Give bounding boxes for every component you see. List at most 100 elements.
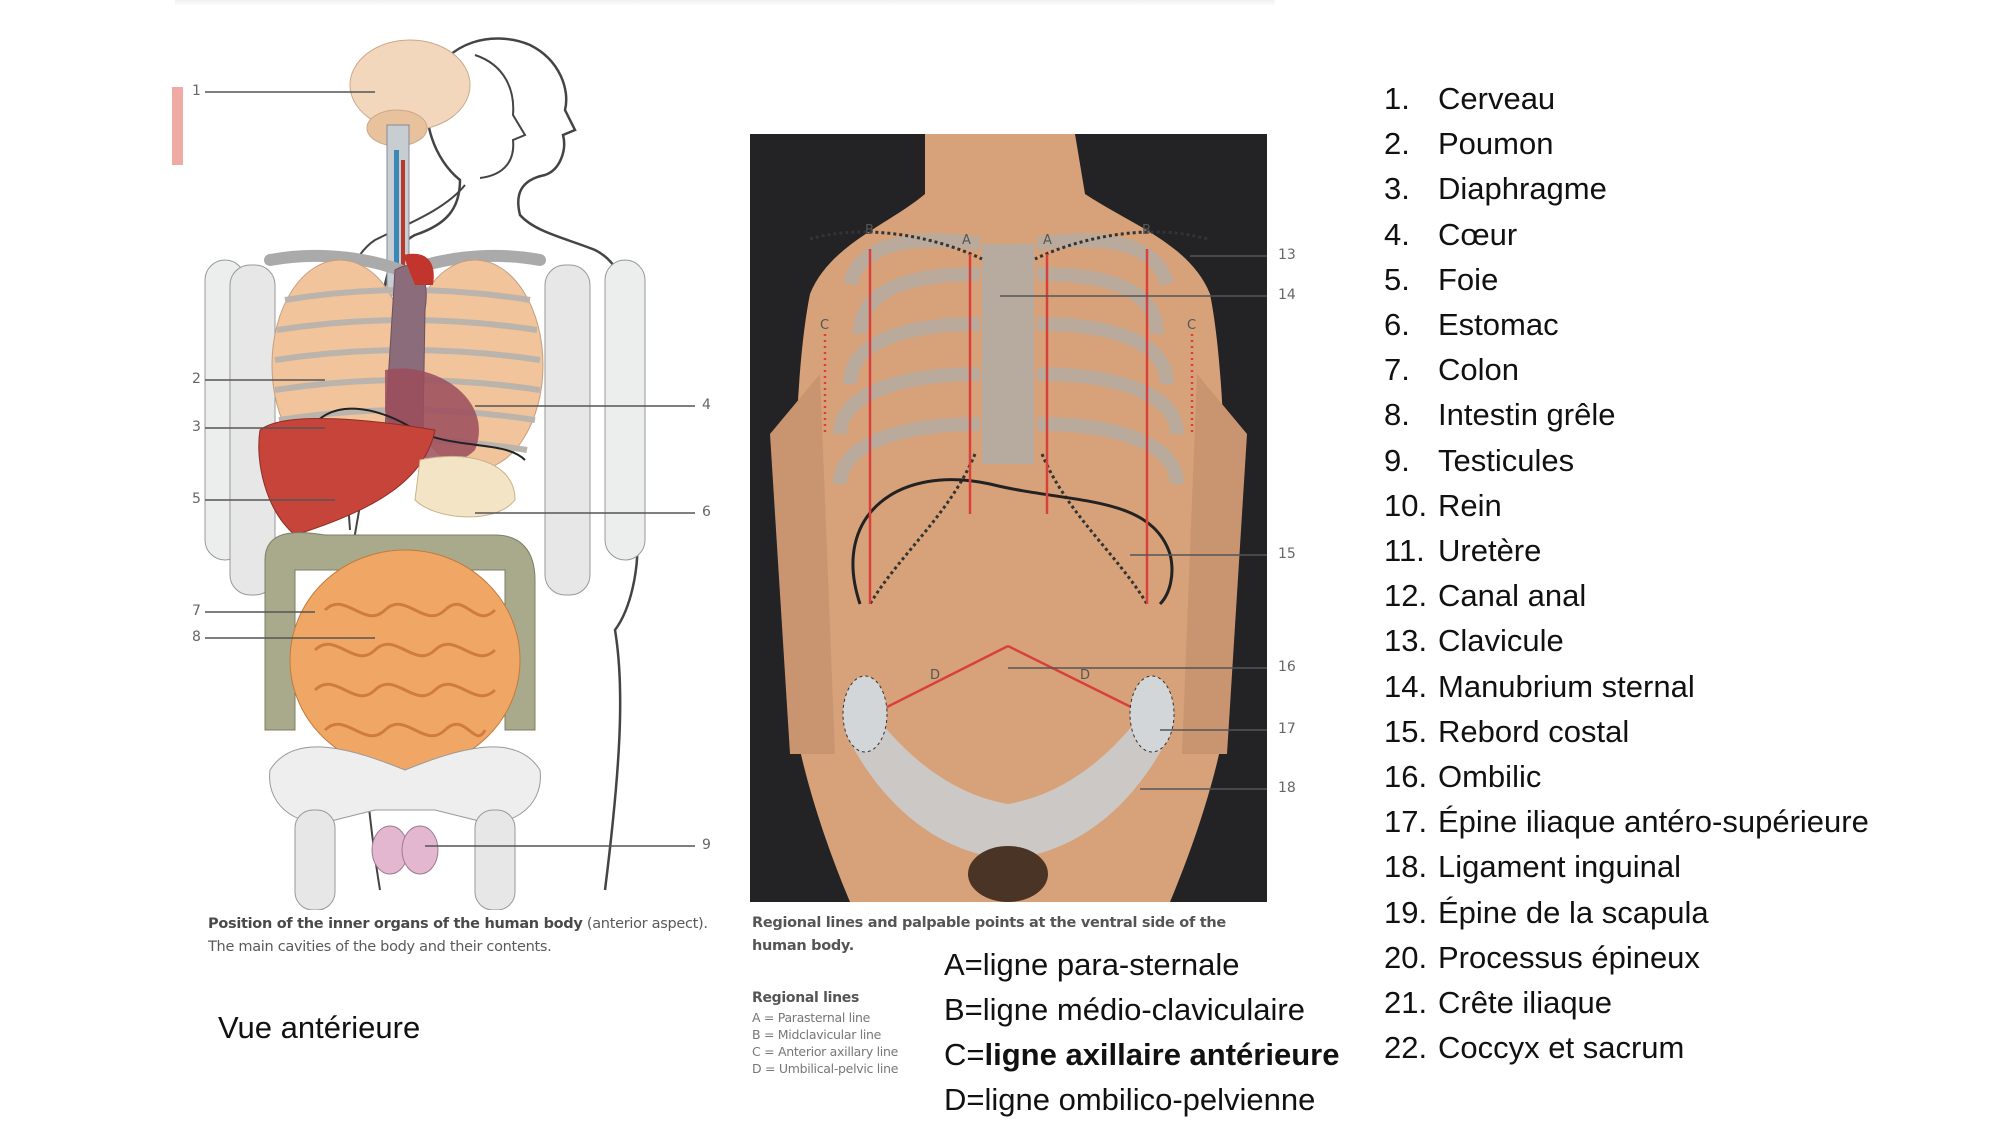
legend-number: 15. (1384, 713, 1428, 749)
organ-label-number: 3 (192, 419, 201, 435)
caption-line2: human body. (752, 938, 854, 954)
line-text: ligne axillaire antérieure (984, 1037, 1340, 1072)
organ-label-number: 5 (192, 491, 201, 507)
regional-line-d: D = Umbilical-pelvic line (752, 1061, 899, 1076)
body-organs-drawing (204, 37, 695, 911)
caption-line2: The main cavities of the body and their … (208, 939, 552, 955)
legend-item: 1. Cerveau (1384, 76, 1869, 121)
legend-item: 18. Ligament inguinal (1384, 844, 1869, 889)
organ-label-number: 8 (192, 629, 201, 645)
legend-number: 7. (1384, 352, 1410, 388)
organ-label-number: 4 (702, 397, 711, 413)
legend-item: 17. Épine iliaque antéro-supérieure (1384, 799, 1869, 844)
caption-line1: Regional lines and palpable points at th… (752, 915, 1226, 931)
legend-number: 4. (1384, 216, 1410, 252)
legend-label: Uretère (1438, 533, 1542, 569)
legend-number: 14. (1384, 668, 1428, 704)
legend-label: Rebord costal (1438, 713, 1630, 749)
legend-label: Épine de la scapula (1438, 894, 1709, 930)
legend-number: 9. (1384, 442, 1410, 478)
legend-label: Estomac (1438, 307, 1559, 343)
french-line-c: C=ligne axillaire antérieure (944, 1032, 1339, 1077)
svg-text:A: A (1043, 233, 1052, 248)
legend-label: Cerveau (1438, 81, 1556, 116)
legend-label: Épine iliaque antéro-supérieure (1438, 804, 1869, 840)
legend-label: Diaphragme (1438, 171, 1607, 207)
legend-number: 18. (1384, 849, 1428, 885)
legend-number: 3. (1384, 171, 1410, 207)
legend-label: Rein (1438, 487, 1502, 523)
legend-number: 13. (1384, 623, 1428, 659)
organ-label-number: 2 (192, 371, 201, 387)
legend-item: 16.Ombilic (1384, 754, 1869, 799)
line-text: ligne médio-claviculaire (982, 992, 1305, 1027)
top-divider (175, 0, 1275, 6)
legend-item: 4.Cœur (1384, 212, 1869, 257)
landmark-label-number: 18 (1278, 780, 1296, 796)
legend-number: 12. (1384, 578, 1428, 614)
legend-label: Foie (1438, 261, 1499, 297)
line-prefix: B= (944, 992, 983, 1027)
legend-label: Ligament inguinal (1438, 849, 1682, 885)
line-prefix: C= (944, 1037, 985, 1072)
legend-label: Crête iliaque (1438, 985, 1613, 1021)
right-figure-caption: Regional lines and palpable points at th… (752, 912, 1226, 958)
legend-item: 21. Crête iliaque (1384, 980, 1869, 1025)
regional-lines-title: Regional lines (752, 990, 859, 1006)
legend-number: 2. (1384, 126, 1410, 162)
legend-number: 1. (1384, 81, 1410, 116)
landmark-label-number: 16 (1278, 659, 1296, 675)
legend-number: 8. (1384, 397, 1410, 433)
legend-label: Colon (1438, 352, 1519, 388)
legend-label: Testicules (1438, 442, 1575, 478)
legend-number: 22. (1384, 1030, 1428, 1066)
svg-text:D: D (930, 668, 940, 683)
legend-item: 12.Canal anal (1384, 573, 1869, 618)
legend-item: 8.Intestin grêle (1384, 392, 1869, 437)
regional-line-c: C = Anterior axillary line (752, 1044, 898, 1059)
organ-label-number: 6 (702, 504, 711, 520)
legend-item: 14.Manubrium sternal (1384, 664, 1869, 709)
landmark-label-number: 13 (1278, 247, 1296, 263)
legend-number: 11. (1384, 533, 1425, 569)
caption-title: Position of the inner organs of the huma… (208, 916, 583, 932)
line-text: ligne para-sternale (982, 947, 1240, 982)
legend-item: 5. Foie (1384, 257, 1869, 302)
french-regional-lines: A=ligne para-sternale B=ligne médio-clav… (944, 942, 1339, 1122)
line-text: ligne ombilico-pelvienne (984, 1082, 1316, 1117)
legend-number: 10. (1384, 487, 1428, 523)
legend-number: 21. (1384, 985, 1428, 1021)
line-prefix: D= (944, 1082, 985, 1117)
legend-number: 20. (1384, 939, 1428, 975)
legend-item: 15. Rebord costal (1384, 709, 1869, 754)
regional-line-a: A = Parasternal line (752, 1010, 871, 1025)
legend-label: Coccyx et sacrum (1438, 1030, 1685, 1066)
anatomy-legend-list: 1. Cerveau 2.Poumon 3. Diaphragme 4.Cœur 5. Foi… (1384, 76, 1869, 1070)
organs-illustration (175, 10, 735, 911)
landmark-label-number: 14 (1278, 287, 1296, 303)
legend-item: 11. Uretère (1384, 528, 1869, 573)
french-line-b: B=ligne médio-claviculaire (944, 987, 1339, 1032)
legend-number: 6. (1384, 307, 1410, 343)
legend-number: 17. (1384, 804, 1428, 840)
caption-aspect: (anterior aspect). (582, 916, 708, 932)
legend-item: 6. Estomac (1384, 302, 1869, 347)
legend-item: 2.Poumon (1384, 121, 1869, 166)
legend-item: 9. Testicules (1384, 438, 1869, 483)
view-label: Vue antérieure (218, 1010, 421, 1045)
french-line-d: D=ligne ombilico-pelvienne (944, 1077, 1339, 1122)
legend-label: Clavicule (1438, 623, 1564, 659)
svg-text:A: A (962, 233, 971, 248)
legend-number: 5. (1384, 261, 1410, 297)
legend-item: 22. Coccyx et sacrum (1384, 1025, 1869, 1070)
svg-text:C: C (820, 318, 829, 333)
landmark-label-number: 17 (1278, 721, 1296, 737)
organ-label-number: 7 (192, 603, 201, 619)
legend-label: Processus épineux (1438, 939, 1700, 975)
accent-bar (172, 87, 183, 165)
legend-item: 20. Processus épineux (1384, 935, 1869, 980)
svg-text:B: B (865, 223, 874, 238)
legend-item: 10. Rein (1384, 483, 1869, 528)
